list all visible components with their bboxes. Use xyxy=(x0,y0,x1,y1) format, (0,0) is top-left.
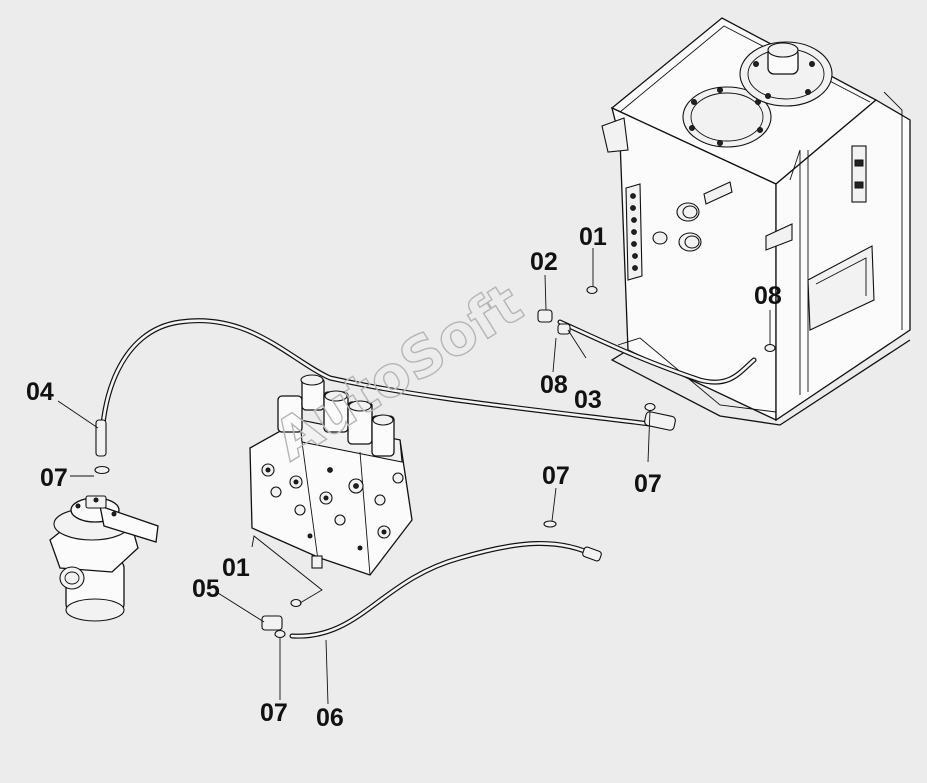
callout-07-bottom: 07 xyxy=(260,699,288,727)
callout-02: 02 xyxy=(530,248,558,276)
callout-07-right: 07 xyxy=(634,470,662,498)
callout-05: 05 xyxy=(192,575,220,603)
callout-01-bottom: 01 xyxy=(222,554,250,582)
callout-08-right: 08 xyxy=(754,282,782,310)
hoses xyxy=(94,285,776,639)
pilot-pump-assembly xyxy=(49,495,159,622)
leader-lines xyxy=(57,248,771,705)
hydraulic-tank xyxy=(601,17,911,426)
callout-06: 06 xyxy=(316,704,344,732)
callout-01-top: 01 xyxy=(579,223,607,251)
callouts: 01 02 03 08 08 04 07 07 07 01 05 07 06 xyxy=(26,223,782,732)
callout-07-mid: 07 xyxy=(542,462,570,490)
control-valve xyxy=(249,374,413,576)
callout-08-mid: 08 xyxy=(540,371,568,399)
callout-04: 04 xyxy=(26,378,54,406)
callout-03: 03 xyxy=(574,386,602,414)
callout-07-left: 07 xyxy=(40,464,68,492)
